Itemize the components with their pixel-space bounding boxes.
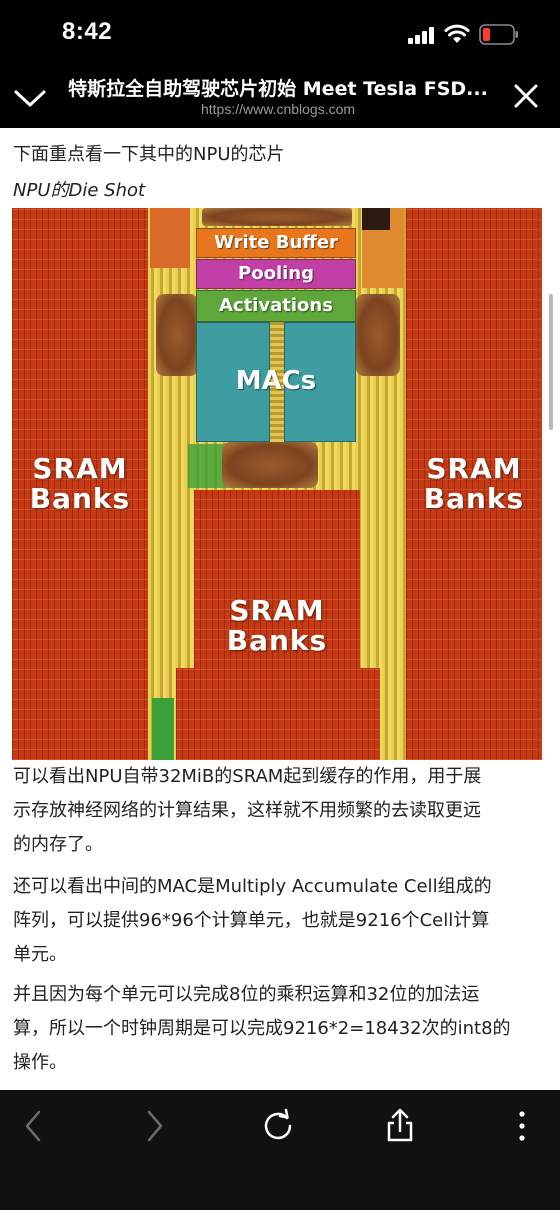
status-time: 8:42: [62, 18, 113, 45]
sram-label-right: SRAM Banks: [423, 452, 525, 515]
browser-toolbar: [0, 1090, 560, 1210]
paragraph-int8: 并且因为每个单元可以完成8位的乘积运算和32位的加法运 算，所以一个时钟周期是可…: [13, 984, 511, 1073]
status-bar: 8:42: [0, 0, 560, 64]
close-icon[interactable]: [508, 80, 544, 114]
sram-label-center: SRAM Banks: [226, 594, 328, 657]
sram-bank-right: [406, 208, 542, 760]
activations-block: Activations: [196, 290, 356, 322]
dark-region: [362, 208, 390, 230]
browser-header: 特斯拉全自助驾驶芯片初始 Meet Tesla FSD... https://w…: [0, 64, 560, 128]
cellular-signal-icon: [408, 26, 434, 44]
brown-region: [356, 294, 400, 376]
more-icon[interactable]: [500, 1104, 544, 1148]
figure-caption: NPU的Die Shot: [13, 180, 146, 201]
write-buffer-block: Write Buffer: [196, 228, 356, 258]
battery-low-icon: [479, 24, 518, 45]
wifi-icon: [444, 24, 470, 43]
mac-array-right: [284, 322, 356, 442]
green-region: [152, 698, 174, 760]
back-icon[interactable]: [12, 1104, 56, 1148]
sram-bank-center-base: [176, 668, 380, 760]
orange-region: [150, 208, 190, 268]
chevron-down-icon[interactable]: [12, 80, 48, 114]
mac-divider: [270, 322, 284, 442]
paragraph-sram: 可以看出NPU自带32MiB的SRAM起到缓存的作用，用于展 示存放神经网络的计…: [13, 766, 482, 855]
page-url[interactable]: https://www.cnblogs.com: [200, 101, 356, 117]
npu-die-shot-image: SRAM Banks SRAM Banks SRAM Banks Write B…: [12, 208, 542, 760]
sram-label-left: SRAM Banks: [29, 452, 131, 515]
macs-label: MACs: [235, 366, 317, 396]
green-region: [188, 444, 228, 488]
forward-icon[interactable]: [132, 1104, 176, 1148]
intro-text: 下面重点看一下其中的NPU的芯片: [13, 144, 285, 165]
reload-icon[interactable]: [256, 1104, 300, 1148]
sram-bank-left: [12, 208, 148, 760]
brown-region: [156, 294, 198, 376]
paragraph-mac: 还可以看出中间的MAC是Multiply Accumulate Cell组成的 …: [13, 876, 492, 965]
article-content: 下面重点看一下其中的NPU的芯片 NPU的Die Shot SRAM Banks…: [0, 128, 560, 1090]
share-icon[interactable]: [378, 1104, 422, 1148]
scrollbar[interactable]: [549, 294, 553, 430]
mac-array-left: [196, 322, 270, 442]
brown-region: [202, 208, 352, 226]
brown-region: [222, 442, 318, 488]
pooling-block: Pooling: [196, 259, 356, 289]
page-title: 特斯拉全自助驾驶芯片初始 Meet Tesla FSD...: [68, 78, 488, 100]
